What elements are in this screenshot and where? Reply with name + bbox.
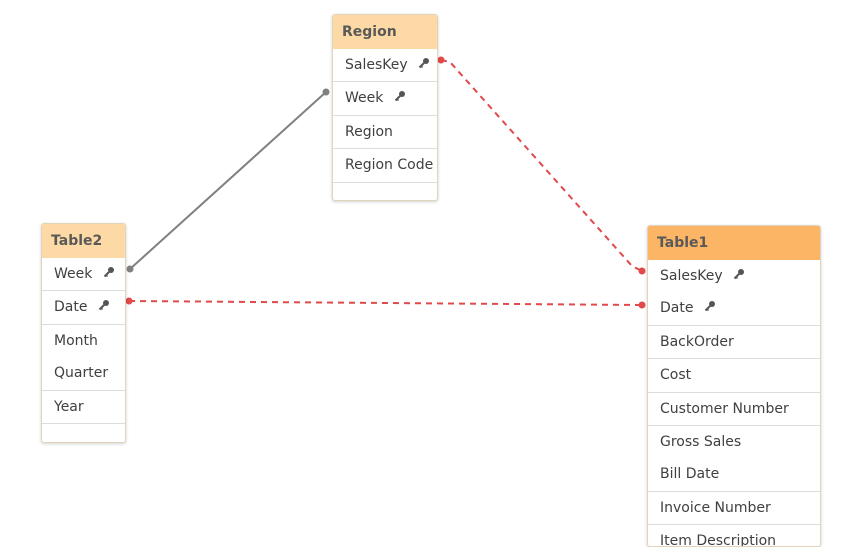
field-label: Customer Number: [660, 400, 789, 417]
table-footer-space: [42, 424, 125, 442]
field-row-item-description[interactable]: Item Description: [648, 525, 820, 547]
key-icon: [98, 291, 110, 323]
field-label: Month: [54, 332, 98, 349]
key-icon: [704, 292, 716, 324]
field-row-region-code[interactable]: Region Code: [333, 149, 437, 183]
field-row-week[interactable]: Week: [333, 82, 437, 116]
field-label: SalesKey: [345, 57, 408, 74]
key-icon: [103, 258, 115, 290]
field-label: Region: [345, 123, 393, 140]
link-endpoint: [126, 265, 134, 273]
table-header[interactable]: Table1: [648, 226, 820, 260]
link-endpoint: [638, 301, 646, 309]
field-label: Region Code: [345, 157, 434, 174]
field-label: SalesKey: [660, 268, 723, 285]
table-card-region[interactable]: Region SalesKey Week Region Region Code: [332, 14, 438, 201]
field-row-date[interactable]: Date: [42, 291, 125, 325]
field-label: Invoice Number: [660, 499, 771, 516]
field-label: Item Description: [660, 533, 777, 547]
link-region-saleskey-table1-saleskey[interactable]: [440, 59, 643, 272]
field-label: Date: [660, 300, 694, 317]
field-label: Gross Sales: [660, 433, 742, 450]
field-row-backorder[interactable]: BackOrder: [648, 326, 820, 360]
field-label: Quarter: [54, 365, 109, 382]
link-table2-date-table1-date[interactable]: [128, 300, 643, 306]
key-icon: [394, 82, 406, 114]
key-icon: [733, 260, 745, 292]
link-endpoint: [437, 56, 445, 64]
field-label: BackOrder: [660, 333, 734, 350]
table-footer-space: [333, 183, 437, 200]
link-endpoint: [125, 297, 133, 305]
field-label: Date: [54, 299, 88, 316]
table-card-table1[interactable]: Table1 SalesKey Date BackOrder Cost Cust…: [647, 225, 821, 547]
table-card-table2[interactable]: Table2 Week Date Month Quarter Year: [41, 223, 126, 443]
field-row-date[interactable]: Date: [648, 292, 820, 326]
key-icon: [418, 49, 430, 81]
table-header[interactable]: Region: [333, 15, 437, 49]
link-endpoint: [638, 267, 646, 275]
field-row-quarter[interactable]: Quarter: [42, 357, 125, 391]
field-row-region[interactable]: Region: [333, 116, 437, 150]
field-row-saleskey[interactable]: SalesKey: [333, 49, 437, 83]
field-label: Year: [54, 398, 84, 415]
field-row-month[interactable]: Month: [42, 325, 125, 357]
field-row-cost[interactable]: Cost: [648, 359, 820, 393]
field-row-week[interactable]: Week: [42, 258, 125, 292]
field-label: Week: [54, 266, 93, 283]
association-links: [125, 56, 646, 309]
field-row-saleskey[interactable]: SalesKey: [648, 260, 820, 292]
field-label: Bill Date: [660, 466, 720, 483]
table-header[interactable]: Table2: [42, 224, 125, 258]
field-row-bill-date[interactable]: Bill Date: [648, 458, 820, 492]
field-row-customer-number[interactable]: Customer Number: [648, 393, 820, 426]
link-table2-week-region-week[interactable]: [129, 91, 327, 270]
field-row-year[interactable]: Year: [42, 391, 125, 424]
link-endpoint: [322, 88, 330, 96]
field-row-gross-sales[interactable]: Gross Sales: [648, 426, 820, 458]
field-label: Week: [345, 90, 384, 107]
field-row-invoice-number[interactable]: Invoice Number: [648, 492, 820, 526]
field-label: Cost: [660, 367, 692, 384]
